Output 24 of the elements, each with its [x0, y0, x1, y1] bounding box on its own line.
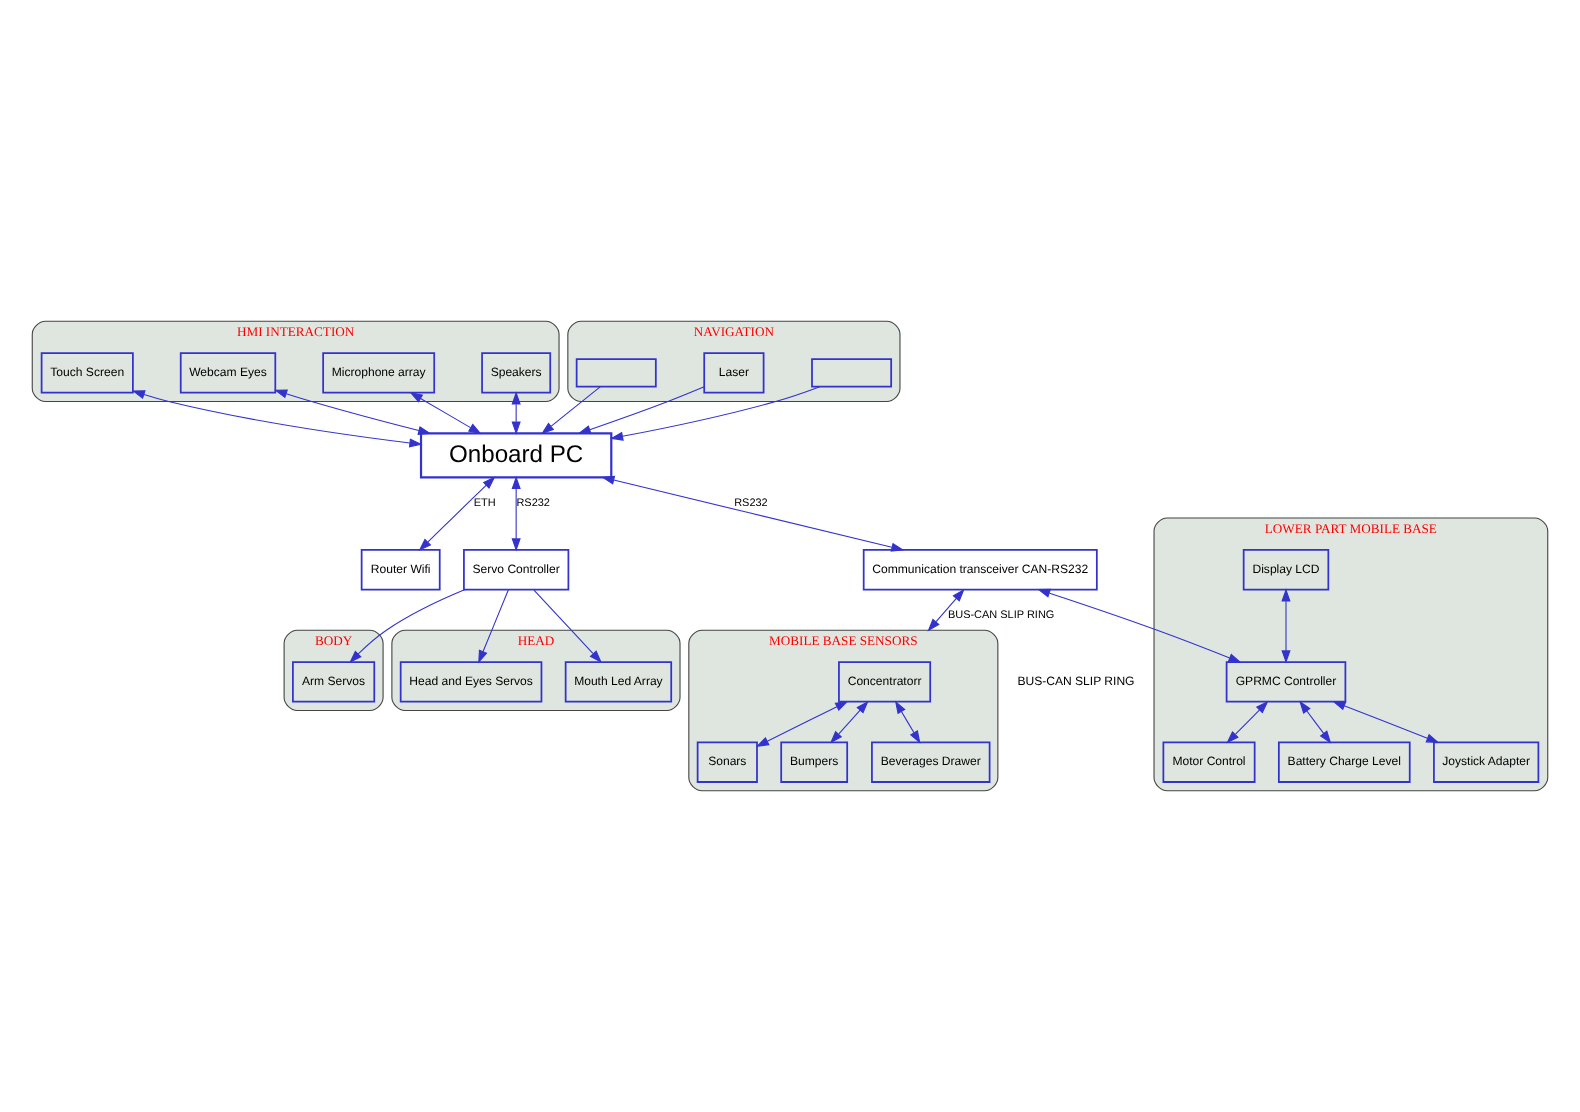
node-box — [575, 358, 657, 388]
node-box — [811, 358, 893, 388]
arrow — [894, 700, 921, 744]
arrow — [1226, 700, 1269, 744]
arrow — [409, 391, 482, 435]
arrow — [274, 389, 432, 435]
arrow — [541, 386, 601, 435]
arrow — [1037, 588, 1242, 663]
arrow — [577, 386, 705, 434]
arrow — [829, 700, 869, 744]
node-box: Onboard PC — [419, 432, 613, 479]
arrow — [601, 475, 905, 552]
arrow — [755, 701, 849, 747]
arrow — [609, 386, 821, 441]
arrow — [1299, 700, 1332, 744]
arrow — [533, 589, 602, 664]
arrow — [418, 476, 496, 552]
arrow — [349, 589, 466, 664]
arrow — [478, 589, 509, 664]
arrow — [511, 475, 521, 552]
arrow — [927, 588, 965, 632]
arrow — [1332, 701, 1440, 743]
arrow — [1281, 588, 1291, 664]
arrow — [131, 390, 423, 448]
